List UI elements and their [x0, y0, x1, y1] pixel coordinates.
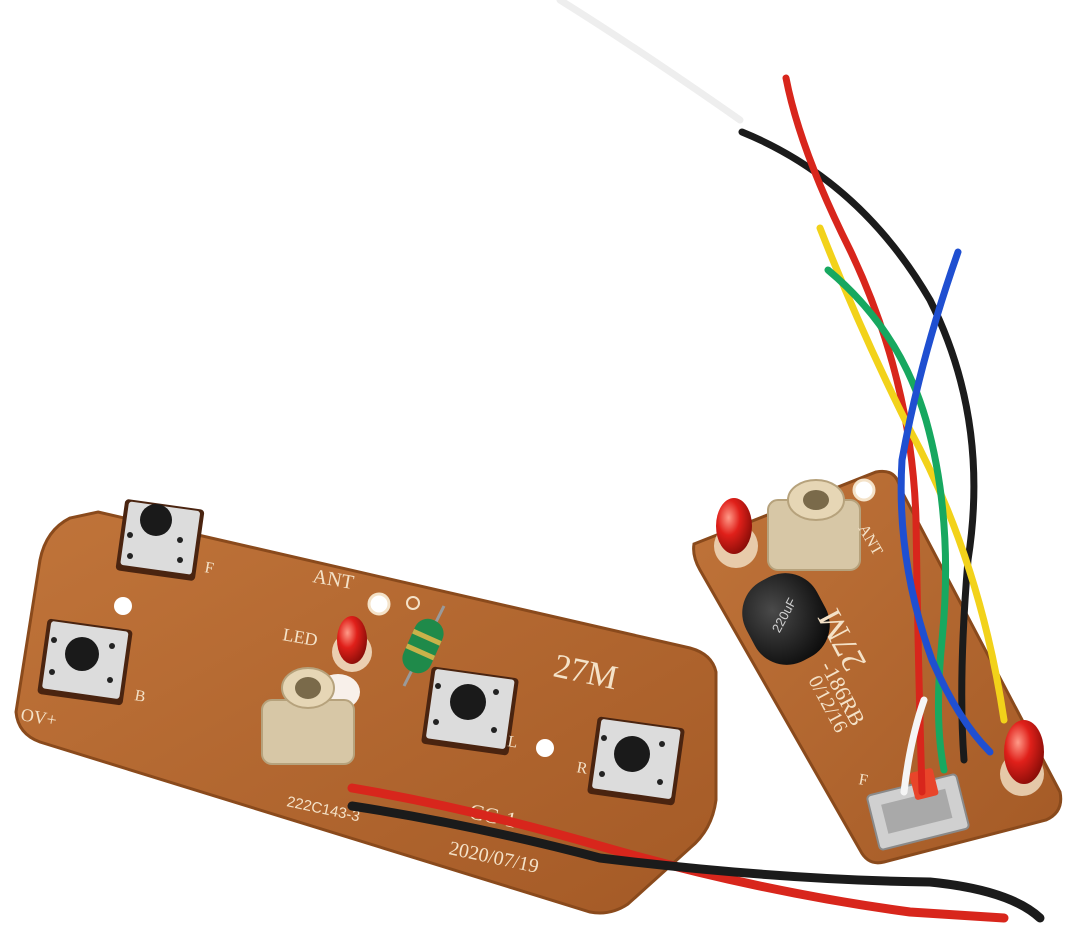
button-l-label: L — [506, 733, 519, 751]
button-f — [115, 499, 205, 581]
transmitter-pcb — [14, 510, 718, 915]
wire-red — [782, 74, 926, 796]
mounting-hole — [536, 739, 554, 757]
wire-white — [556, 0, 744, 124]
transmitter-board: ANT LED 27M F B L R OV+ 222C143-3 CC-1 2… — [14, 499, 718, 915]
wire-black — [738, 128, 978, 764]
transmitter-led — [332, 616, 372, 672]
button-r — [587, 716, 685, 806]
receiver-board: 220uF 27M ANT -186RB 0/12/16 F — [692, 469, 1063, 865]
button-f-label: F — [203, 559, 215, 577]
green-inductor — [402, 605, 446, 687]
receiver-wires — [556, 0, 1008, 796]
receiver-f-label: F — [857, 771, 869, 789]
wire-yellow — [816, 224, 1008, 724]
coil-component — [261, 667, 360, 765]
button-l — [421, 666, 519, 756]
mounting-hole — [114, 597, 132, 615]
button-b — [37, 618, 133, 706]
receiver-coil — [767, 479, 861, 571]
wire-white-short — [900, 696, 928, 796]
transmitter-wires — [347, 783, 1045, 923]
button-b-label: B — [133, 687, 146, 706]
antenna-hole — [852, 478, 876, 502]
wire-green — [824, 266, 950, 774]
button-r-label: R — [575, 759, 589, 778]
electrolytic-capacitor: 220uF — [742, 573, 830, 665]
wire-blue — [897, 248, 994, 756]
receiver-led-bottom — [1000, 720, 1044, 796]
power-slide-switch — [866, 768, 970, 851]
receiver-led-top — [714, 498, 758, 568]
antenna-pad — [406, 596, 420, 610]
antenna-hole — [367, 592, 391, 616]
